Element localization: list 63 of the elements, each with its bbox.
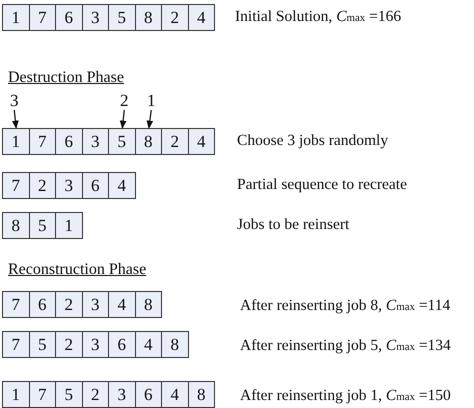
arrow (12, 110, 19, 130)
removal-order-number: 1 (147, 92, 156, 109)
arrow (146, 110, 154, 130)
job-cell: 2 (56, 292, 82, 317)
job-cell: 3 (82, 332, 109, 357)
job-cell: 4 (162, 382, 188, 407)
job-cell: 6 (109, 332, 136, 357)
job-cell: 3 (82, 129, 109, 154)
job-cell: 8 (188, 382, 215, 407)
job-cell: 4 (188, 129, 215, 154)
job-cell: 6 (56, 129, 82, 154)
job-cell: 7 (30, 129, 56, 154)
sequence-bar (2, 381, 215, 408)
job-cell: 3 (82, 292, 109, 317)
job-cell: 5 (109, 5, 136, 30)
job-cell: 1 (3, 129, 30, 154)
job-cell: 2 (56, 332, 82, 357)
job-cell: 7 (3, 332, 30, 357)
removal-order-number: 2 (120, 92, 128, 109)
job-cell: 6 (56, 5, 82, 30)
job-cell: 5 (30, 332, 56, 357)
job-cell: 3 (109, 382, 136, 407)
job-cell: 8 (162, 332, 188, 357)
job-cell: 1 (56, 213, 82, 238)
job-cell: 8 (3, 213, 30, 238)
job-cell: 2 (162, 5, 188, 30)
arrow (120, 110, 126, 130)
sequence-bar (2, 172, 136, 199)
job-cell: 4 (136, 332, 162, 357)
job-cell: 7 (30, 5, 56, 30)
job-cell: 4 (109, 292, 136, 317)
step-description: Jobs to be reinsert (237, 217, 350, 232)
job-cell: 8 (136, 129, 162, 154)
job-cell: 6 (136, 382, 162, 407)
job-cell: 2 (162, 129, 188, 154)
job-cell: 3 (56, 173, 82, 198)
job-cell: 4 (188, 5, 215, 30)
job-cell: 5 (30, 213, 56, 238)
job-cell: 6 (82, 173, 109, 198)
phase-heading: Reconstruction Phase (8, 262, 146, 278)
job-cell: 2 (82, 382, 109, 407)
job-cell: 7 (30, 382, 56, 407)
step-description: Partial sequence to recreate (237, 177, 407, 192)
job-cell: 5 (56, 382, 82, 407)
job-cell: 6 (30, 292, 56, 317)
sequence-bar (2, 291, 162, 318)
job-cell: 1 (3, 382, 30, 407)
job-cell: 7 (3, 292, 30, 317)
sequence-bar (2, 212, 82, 239)
sequence-bar (2, 4, 215, 31)
job-cell: 5 (109, 129, 136, 154)
job-cell: 4 (109, 173, 136, 198)
job-cell: 2 (30, 173, 56, 198)
job-cell: 8 (136, 5, 162, 30)
job-cell: 3 (82, 5, 109, 30)
job-cell: 8 (136, 292, 162, 317)
removal-order-number: 3 (10, 92, 18, 109)
sequence-bar (2, 128, 215, 155)
phase-heading: Destruction Phase (8, 70, 124, 86)
sequence-bar (2, 331, 188, 358)
step-description: Choose 3 jobs randomly (237, 133, 388, 148)
job-cell: 1 (3, 5, 30, 30)
job-cell: 7 (3, 173, 30, 198)
